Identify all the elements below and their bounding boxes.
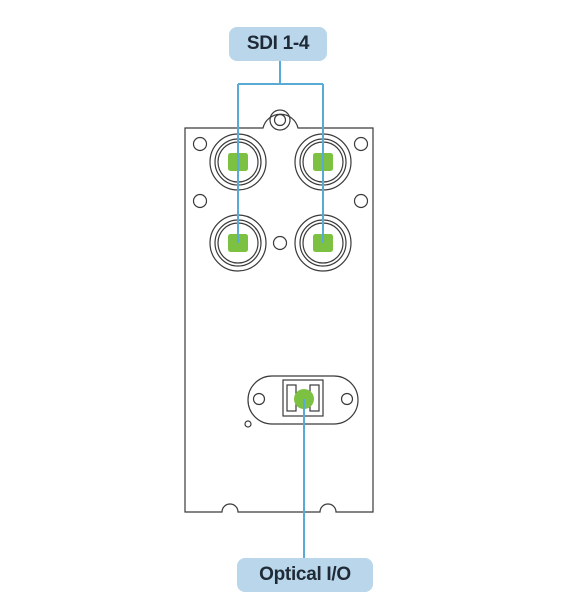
top-mounting-screw [269, 109, 291, 131]
mounting-hole-mid-right [353, 193, 369, 209]
mounting-hole-mid-left [192, 193, 208, 209]
sdi-callout-label: SDI 1-4 [229, 27, 327, 61]
small-indicator-hole [244, 420, 252, 428]
center-hole [272, 235, 288, 251]
mounting-hole-top-right [353, 136, 369, 152]
mounting-hole-top-left [192, 136, 208, 152]
optical-callout-label: Optical I/O [237, 558, 373, 592]
sdi-leader-lines [237, 61, 324, 243]
